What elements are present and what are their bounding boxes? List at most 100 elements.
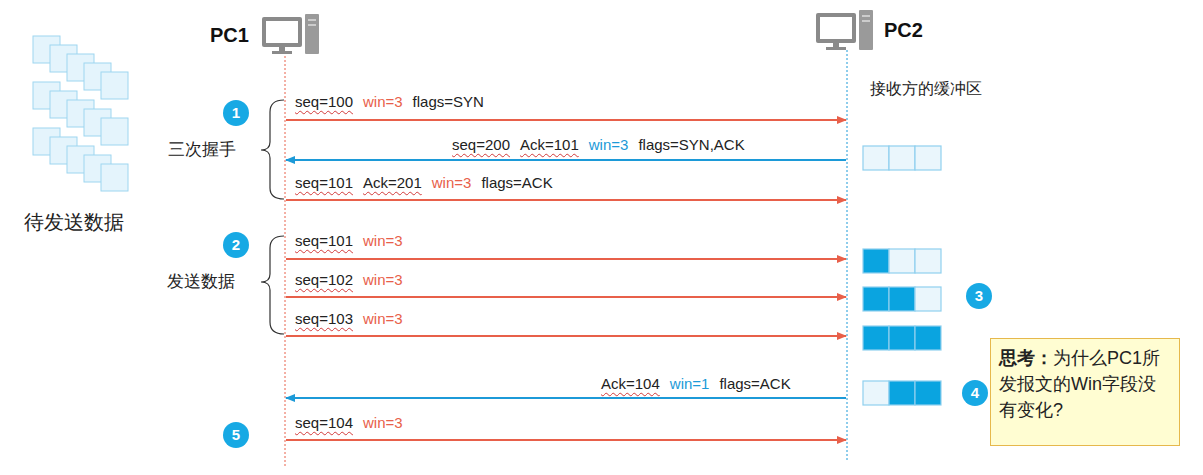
message-arrow — [286, 335, 846, 337]
message-label-row: seq=101 win=3 — [295, 232, 403, 249]
message-field: seq=104 — [295, 414, 353, 431]
buffer-cell-filled — [915, 326, 941, 350]
callout-circle: 5 — [223, 422, 249, 448]
message-arrow — [286, 199, 846, 201]
tower — [305, 14, 319, 54]
tower-slot — [862, 15, 870, 17]
callout-circle-fill — [966, 283, 992, 309]
message-field: win=3 — [363, 232, 403, 249]
buffer-cell — [915, 249, 941, 273]
note-heading: 思考： — [999, 348, 1053, 368]
buffer-cell-filled — [889, 287, 915, 311]
message-label-row: seq=102 win=3 — [295, 271, 403, 288]
data-caption: 待发送数据 — [24, 210, 124, 234]
phase-label: 三次握手 — [168, 140, 236, 160]
message-field: flags=SYN,ACK — [638, 136, 744, 153]
buffer-cell-filled — [863, 249, 889, 273]
pc1-lifeline — [285, 56, 286, 466]
monitor-base — [272, 51, 292, 54]
buffer-cell-filled — [889, 381, 915, 405]
message-field: seq=103 — [295, 310, 353, 327]
screen — [820, 17, 852, 39]
buffer-cell-filled — [889, 326, 915, 350]
buffer-cell-filled — [863, 326, 889, 350]
message-field: seq=102 — [295, 271, 353, 288]
callout-circle: 4 — [962, 380, 988, 406]
buffer-cell — [889, 146, 915, 170]
callout-circle-fill — [223, 232, 249, 258]
receive-buffer — [863, 146, 941, 170]
callout-circle: 2 — [223, 232, 249, 258]
buffer-cell — [915, 287, 941, 311]
message-field: win=3 — [363, 310, 403, 327]
message-label-row: seq=101 Ack=201 win=3 flags=ACK — [295, 174, 553, 191]
callout-number: 1 — [232, 105, 240, 121]
message-field: flags=ACK — [481, 174, 552, 191]
callout-number: 5 — [232, 427, 240, 443]
message-arrow — [286, 296, 846, 298]
buffer-cell — [863, 381, 889, 405]
message-field: seq=100 — [295, 93, 353, 110]
data-stack — [33, 36, 128, 191]
buffer-caption: 接收方的缓冲区 — [870, 79, 982, 99]
tower-slot — [308, 19, 316, 21]
group-bracket — [261, 100, 284, 199]
message-field: win=3 — [363, 271, 403, 288]
monitor-stand — [833, 43, 839, 47]
message-arrow — [286, 397, 846, 399]
message-field: win=3 — [363, 414, 403, 431]
message-field: Ack=101 — [520, 136, 579, 153]
message-field: Ack=201 — [363, 174, 422, 191]
group-bracket — [261, 236, 284, 334]
tower-slot — [308, 24, 316, 26]
note-box: 思考：为什么PC1所发报文的Win字段没有变化? — [990, 338, 1180, 446]
message-field: win=3 — [589, 136, 629, 153]
message-label-row: seq=100 win=3 flags=SYN — [295, 93, 484, 110]
screen — [266, 21, 298, 43]
data-square — [101, 72, 128, 99]
host-name: PC1 — [210, 24, 249, 46]
message-label-row: seq=200 Ack=101 win=3 flags=SYN,ACK — [452, 136, 745, 153]
receive-buffer — [863, 381, 941, 405]
message-field: win=3 — [432, 174, 472, 191]
pc2-lifeline — [847, 50, 848, 462]
message-field: seq=101 — [295, 232, 353, 249]
callout-circle-fill — [962, 380, 988, 406]
message-label-row: seq=104 win=3 — [295, 414, 403, 431]
message-field: seq=101 — [295, 174, 353, 191]
message-label-row: seq=103 win=3 — [295, 310, 403, 327]
buffer-cell-filled — [915, 381, 941, 405]
message-field: win=1 — [670, 375, 710, 392]
message-field: flags=ACK — [719, 375, 790, 392]
callout-circle-fill — [223, 100, 249, 126]
data-square — [101, 164, 128, 191]
callout-circle: 3 — [966, 283, 992, 309]
message-arrow — [286, 119, 846, 121]
monitor — [262, 17, 302, 47]
message-field: win=3 — [363, 93, 403, 110]
buffer-cell — [863, 146, 889, 170]
buffer-cell — [889, 249, 915, 273]
buffer-cell — [915, 146, 941, 170]
buffer-cell-filled — [863, 287, 889, 311]
phase-label: 发送数据 — [167, 272, 235, 292]
tower — [859, 10, 873, 50]
callout-circle: 1 — [223, 100, 249, 126]
message-arrow — [286, 439, 846, 441]
data-square — [101, 118, 128, 145]
host-name: PC2 — [884, 19, 923, 41]
receive-buffer — [863, 287, 941, 311]
message-field: seq=200 — [452, 136, 510, 153]
callout-number: 2 — [232, 237, 240, 253]
receive-buffer — [863, 326, 941, 350]
message-arrow — [286, 258, 846, 260]
monitor — [816, 13, 856, 43]
receive-buffer — [863, 249, 941, 273]
callout-number: 4 — [971, 385, 979, 401]
message-field: flags=SYN — [413, 93, 484, 110]
tower-slot — [862, 20, 870, 22]
monitor-base — [826, 47, 846, 50]
callout-number: 3 — [975, 288, 983, 304]
message-field: Ack=104 — [601, 375, 660, 392]
message-label-row: Ack=104 win=1 flags=ACK — [601, 375, 791, 392]
